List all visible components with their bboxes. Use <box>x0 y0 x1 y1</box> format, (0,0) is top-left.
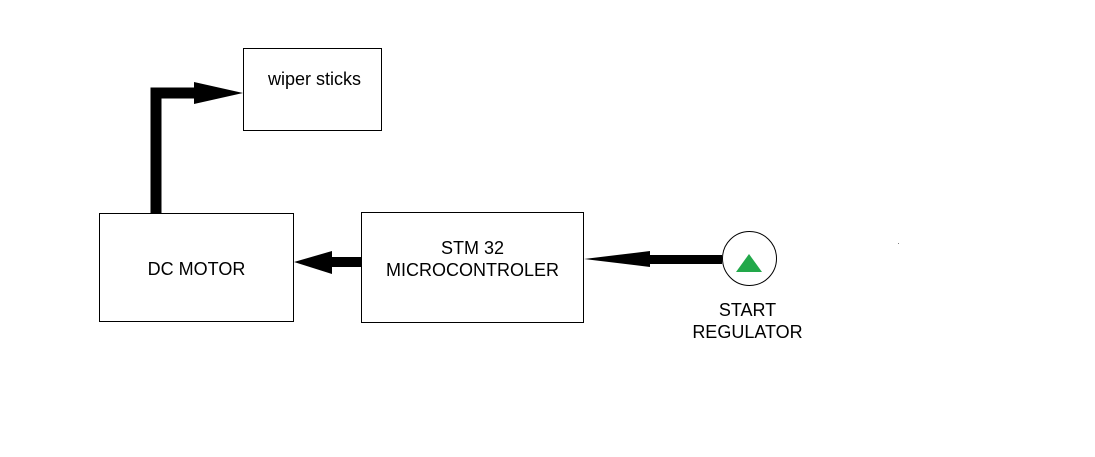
mcu-to-motor-arrow-shaft <box>328 257 361 267</box>
microcontroller-label-line2: MICROCONTROLER <box>385 260 559 280</box>
microcontroller-label-line1: STM 32 <box>440 238 505 258</box>
start-to-mcu-arrowhead <box>584 251 650 267</box>
start-regulator-label: START REGULATOR <box>680 299 815 343</box>
wiper-sticks-label: wiper sticks <box>268 69 362 89</box>
motor-to-wiper-arrowhead <box>194 82 243 104</box>
start-to-mcu-arrow-shaft <box>645 255 722 264</box>
dc-motor-label: DC MOTOR <box>147 259 246 279</box>
dc-motor-block: DC MOTOR <box>99 213 294 322</box>
wiper-sticks-block: wiper sticks <box>243 48 382 131</box>
motor-to-wiper-arrow-shaft <box>150 87 198 213</box>
up-triangle-icon <box>736 254 762 272</box>
microcontroller-block: STM 32 MICROCONTROLER <box>361 212 584 323</box>
start-regulator-button[interactable] <box>722 231 777 286</box>
start-regulator-label-line2: REGULATOR <box>692 322 803 342</box>
mcu-to-motor-arrowhead <box>294 251 332 274</box>
start-regulator-label-line1: START <box>718 300 777 320</box>
microcontroller-label: STM 32 MICROCONTROLER <box>362 237 583 281</box>
stray-dot <box>898 243 899 244</box>
